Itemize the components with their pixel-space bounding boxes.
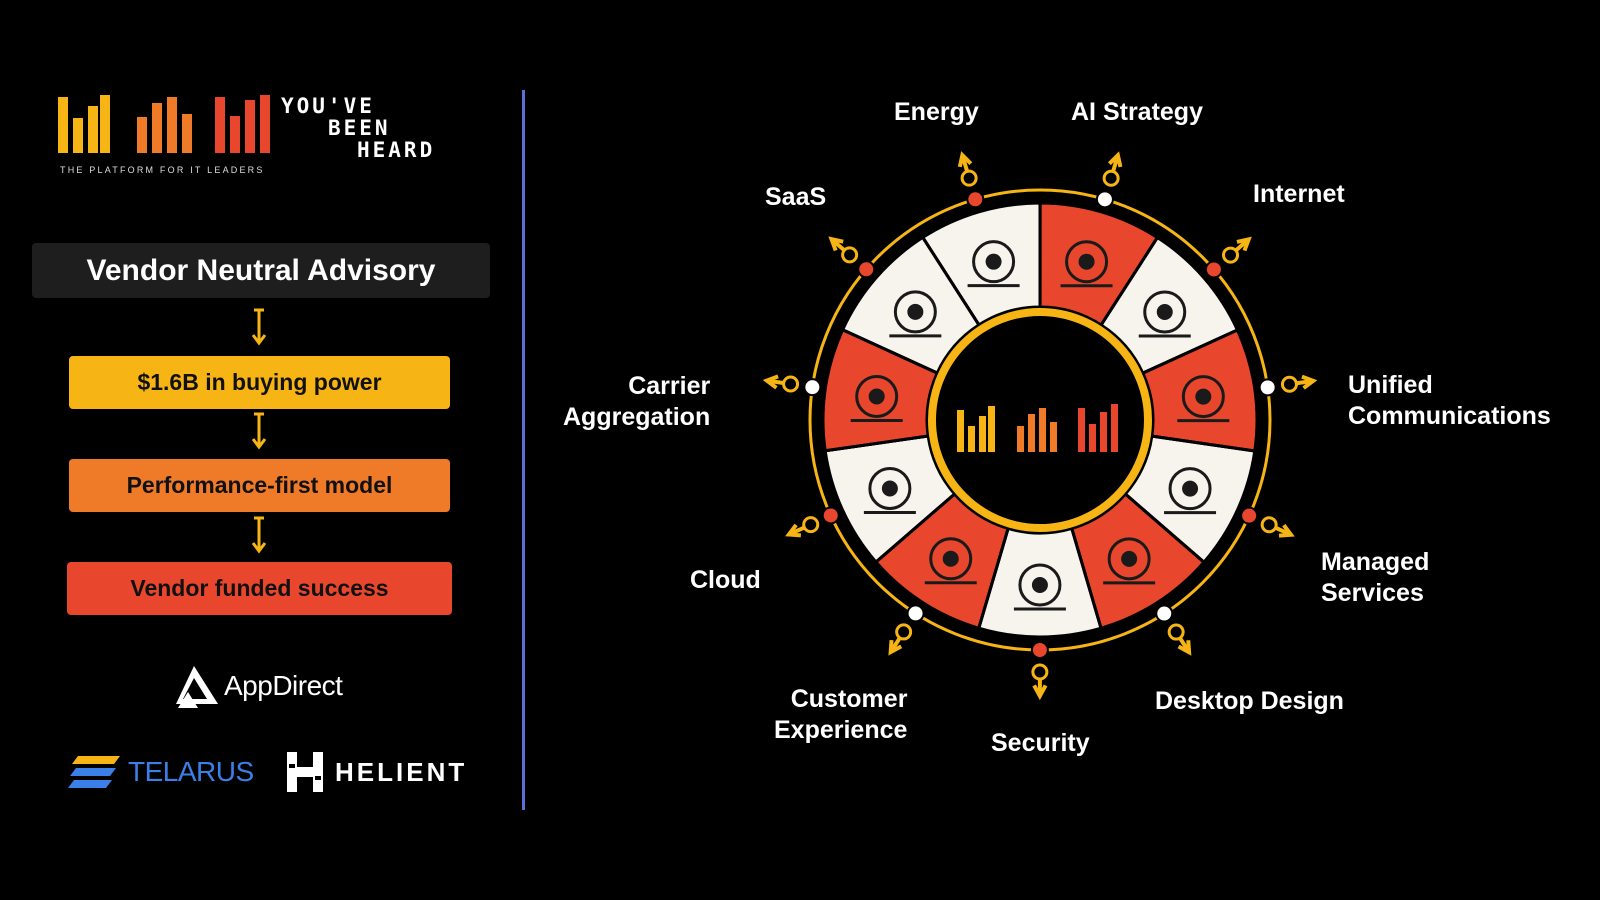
flow-step-buying-power: $1.6B in buying power	[69, 356, 450, 409]
wheel-label-line: Aggregation	[563, 403, 711, 431]
flow-step-performance-model: Performance-first model	[69, 459, 450, 512]
wheel-label-unified-communications: Unified Communications	[1348, 370, 1551, 432]
telarus-icon	[68, 756, 120, 788]
wheel-label-line: Carrier	[628, 372, 711, 400]
wheel-label-desktop-design: Desktop Design	[1155, 687, 1344, 715]
chat-bubbles-icon	[1177, 375, 1230, 423]
wheel-label-line: Customer	[790, 685, 908, 713]
ring-dot	[1030, 641, 1049, 659]
partner-telarus-name: TELARUS	[128, 756, 254, 787]
brand-tagline: THE PLATFORM FOR IT LEADERS	[60, 165, 265, 175]
ring-dot	[906, 604, 925, 623]
connector-arrow-icon	[828, 236, 876, 279]
connector-arrow-icon	[762, 374, 822, 397]
connector-arrow-icon	[1095, 151, 1123, 209]
flow-step-vendor-funded: Vendor funded success	[67, 562, 452, 615]
segment-divider	[914, 225, 981, 326]
advisory-title: Vendor Neutral Advisory	[32, 243, 490, 298]
connector-arrow-icon	[888, 604, 925, 656]
segment-divider	[1070, 528, 1107, 642]
wheel-label-saas: SaaS	[765, 183, 827, 211]
wheel-label-ai-strategy: AI Strategy	[1071, 98, 1203, 126]
cloud-gear-circuit-icon	[889, 290, 942, 338]
brand-wordmark-line2: BEEN	[328, 116, 391, 140]
connector-arrow-icon	[1204, 236, 1252, 279]
connector-arrow-icon	[1258, 374, 1318, 397]
database-aggregation-icon	[850, 374, 903, 422]
flow-arrow-icon	[252, 412, 266, 450]
brand-wordmark-line3: HEARD	[357, 138, 436, 162]
wheel-label-carrier-aggregation: Carrier Aggregation	[563, 371, 710, 433]
wheel-label-line: Communications	[1348, 402, 1551, 430]
ring-dot	[821, 506, 840, 525]
ring-dot	[857, 260, 876, 279]
segment-divider	[1099, 225, 1166, 326]
segment-divider	[865, 492, 956, 572]
segment-divider	[973, 527, 1010, 642]
partner-appdirect-name: AppDirect	[224, 670, 343, 701]
connector-arrow-icon	[785, 506, 840, 538]
ring-dot	[1240, 506, 1259, 525]
connector-arrow-icon	[1030, 641, 1049, 701]
partner-helient-name: HELIENT	[335, 756, 468, 787]
segment-divider	[1142, 323, 1250, 375]
desktop-database-icon	[1103, 537, 1156, 585]
connector-arrow-icon	[957, 151, 985, 209]
wheel-label-customer-experience: Customer Experience	[774, 684, 907, 746]
appdirect-icon	[176, 666, 218, 708]
flow-arrow-icon	[252, 308, 266, 346]
server-cloud-icon	[863, 466, 916, 514]
wheel-label-line: Services	[1321, 579, 1424, 607]
globe-cursor-icon	[1138, 290, 1191, 338]
hand-gears-icon	[1164, 467, 1217, 515]
customer-rating-icon	[924, 537, 977, 585]
wheel-label-energy: Energy	[894, 98, 979, 126]
ring-dot	[1258, 378, 1277, 397]
hub-logo-bars	[957, 404, 1118, 452]
ring-dot	[803, 378, 822, 397]
connector-arrow-icon	[1240, 506, 1295, 538]
helient-icon	[287, 752, 323, 792]
partner-logo-helient: HELIENT	[285, 750, 467, 794]
wheel-label-line: Unified	[1348, 371, 1433, 399]
ring-dot	[1095, 190, 1114, 209]
connector-arrow-icon	[1155, 604, 1192, 656]
shield-lock-icon	[1013, 563, 1066, 611]
ai-chip-icon	[1060, 240, 1113, 288]
wheel-label-line: Managed	[1321, 548, 1430, 576]
partner-logo-appdirect: AppDirect	[174, 664, 343, 708]
brand-wordmark-line1: YOU'VE	[281, 94, 375, 118]
wheel-label-security: Security	[991, 729, 1090, 757]
wheel-label-line: Experience	[774, 716, 908, 744]
brand-logo-bars	[58, 95, 270, 153]
segment-divider	[812, 434, 929, 455]
energy-hands-icon	[967, 240, 1020, 288]
partner-logo-telarus: TELARUS	[68, 752, 254, 792]
panel-divider	[522, 90, 525, 810]
segment-divider	[1124, 492, 1215, 572]
wheel-label-cloud: Cloud	[690, 566, 761, 594]
ring-dot	[1155, 604, 1174, 623]
wheel-label-internet: Internet	[1253, 180, 1345, 208]
ring-dot	[1204, 260, 1223, 279]
flow-arrow-icon	[252, 516, 266, 554]
segment-divider	[830, 322, 938, 375]
segment-divider	[1151, 434, 1268, 455]
wheel-label-managed-services: Managed Services	[1321, 547, 1429, 609]
ring-dot	[966, 190, 985, 209]
